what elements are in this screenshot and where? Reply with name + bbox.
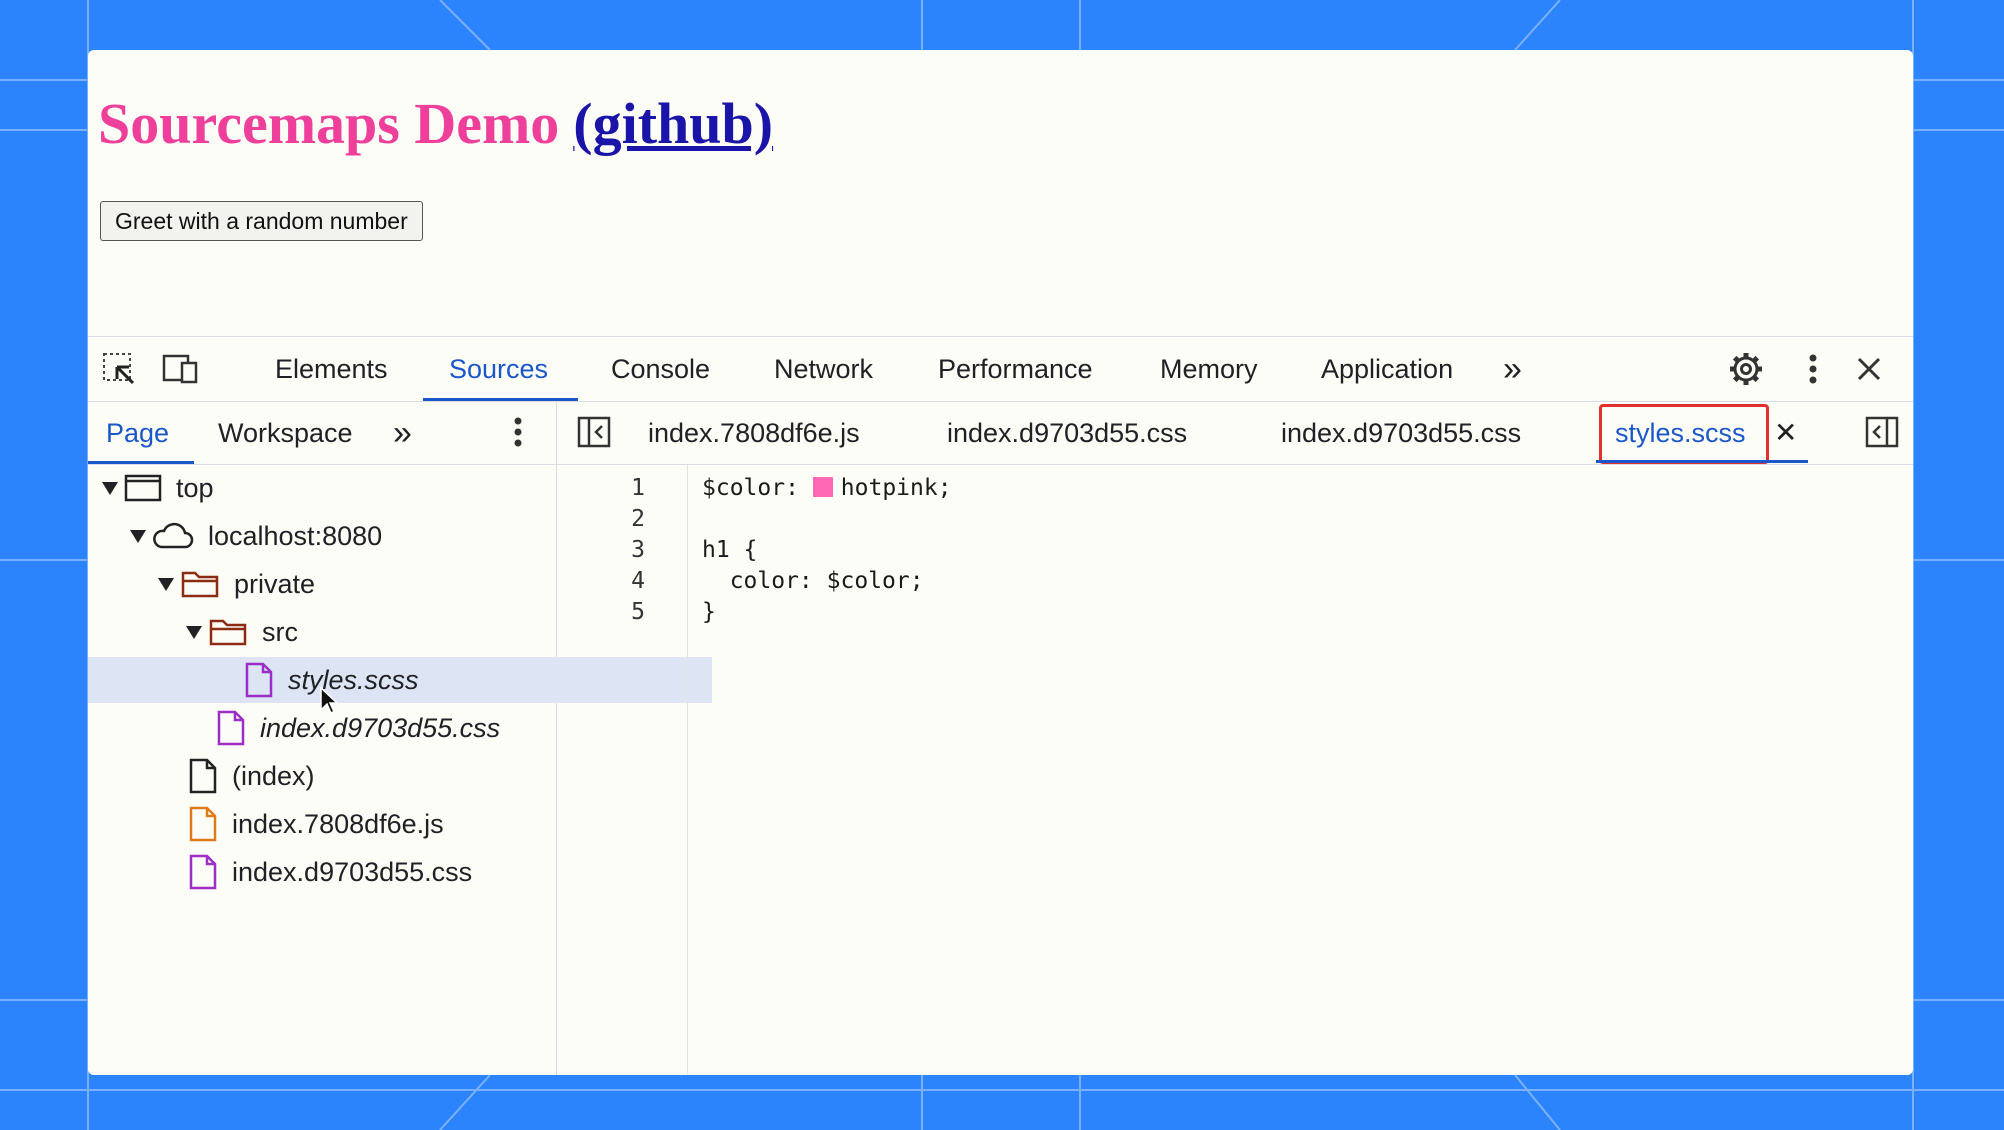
file-tab-index-css-1[interactable]: index.d9703d55.css	[947, 418, 1188, 448]
tab-sources[interactable]: Sources	[422, 337, 579, 401]
cloud-icon	[152, 522, 194, 550]
github-link[interactable]: (github)	[573, 91, 774, 156]
devtools-panel: Elements Sources Console Network Perform…	[88, 336, 1913, 1075]
tree-label: index.7808df6e.js	[232, 808, 444, 839]
css-file-icon	[216, 710, 246, 746]
js-file-icon	[188, 806, 218, 842]
tree-label: top	[176, 472, 214, 503]
tab-performance[interactable]: Performance	[938, 354, 1093, 384]
line-number: 3	[631, 537, 645, 563]
file-navigator: top localhost:8080 private src styles.sc…	[88, 465, 712, 1075]
tree-item-src[interactable]: src	[88, 609, 654, 655]
toggle-sidebar-icon[interactable]	[1863, 414, 1901, 450]
tab-memory[interactable]: Memory	[1160, 354, 1258, 384]
folder-icon	[180, 569, 220, 599]
tree-item-index-css-mapped[interactable]: index.d9703d55.css	[88, 705, 684, 751]
more-options-icon[interactable]	[1794, 351, 1832, 387]
color-swatch-icon[interactable]	[812, 477, 833, 497]
code-line: }	[702, 599, 716, 625]
tab-network[interactable]: Network	[774, 354, 874, 384]
expand-triangle-icon[interactable]	[102, 481, 118, 495]
tab-application[interactable]: Application	[1321, 354, 1454, 384]
frame-icon	[124, 474, 162, 502]
tree-label: index.d9703d55.css	[232, 856, 473, 887]
nav-tab-workspace[interactable]: Workspace	[218, 418, 353, 448]
tree-label: localhost:8080	[208, 520, 383, 551]
devtools-toolbar: Elements Sources Console Network Perform…	[88, 337, 1913, 402]
tree-item-top[interactable]: top	[88, 465, 570, 511]
nav-more-options-icon[interactable]	[499, 414, 537, 450]
browser-window: Sourcemaps Demo(github) Greet with a ran…	[88, 50, 1913, 1075]
expand-triangle-icon[interactable]	[158, 577, 174, 591]
close-tab-icon[interactable]: ✕	[1774, 417, 1798, 448]
tree-label: styles.scss	[288, 664, 419, 695]
page-title: Sourcemaps Demo(github)	[98, 90, 773, 157]
line-number: 4	[631, 568, 645, 594]
line-number: 2	[631, 506, 645, 532]
greet-button[interactable]: Greet with a random number	[100, 201, 423, 241]
tab-console[interactable]: Console	[611, 354, 711, 384]
code-line: $color: hotpink;	[702, 475, 952, 501]
tree-item-index-js[interactable]: index.7808df6e.js	[88, 801, 656, 847]
color-value: hotpink	[840, 475, 938, 501]
inspect-element-icon[interactable]	[100, 351, 138, 387]
tree-item-localhost[interactable]: localhost:8080	[88, 513, 598, 559]
nav-tab-page[interactable]: Page	[106, 418, 170, 448]
tab-elements[interactable]: Elements	[275, 354, 388, 384]
code-line: color: $color;	[702, 568, 924, 594]
page-tab-indicator	[88, 461, 194, 464]
tree-label: private	[234, 568, 316, 599]
tree-item-index[interactable]: (index)	[88, 753, 656, 799]
more-tabs-chevron-icon[interactable]: »	[1503, 350, 1522, 388]
code-editor[interactable]: 1 2 3 4 5 $color: hotpink; h1 { color: $…	[557, 465, 1913, 1075]
tree-item-styles-scss[interactable]: styles.scss	[88, 657, 712, 703]
code-line: h1 {	[702, 537, 758, 563]
nav-more-chevron-icon[interactable]: »	[393, 414, 412, 452]
tree-label: index.d9703d55.css	[260, 712, 501, 743]
mouse-cursor-icon	[320, 686, 339, 715]
line-number: 1	[631, 475, 645, 501]
active-tab-indicator	[1596, 460, 1808, 463]
tree-item-index-css[interactable]: index.d9703d55.css	[88, 849, 656, 895]
tree-item-private[interactable]: private	[88, 561, 626, 607]
sources-subbar: Page Workspace » index.7808df6e.js index…	[88, 402, 1913, 465]
expand-triangle-icon[interactable]	[130, 529, 146, 543]
file-tab-styles-scss[interactable]: styles.scss	[1615, 418, 1746, 448]
css-file-icon	[244, 662, 274, 698]
code-text: $color:	[702, 475, 813, 501]
close-devtools-icon[interactable]	[1850, 351, 1888, 387]
folder-icon	[208, 617, 248, 647]
device-toolbar-icon[interactable]	[162, 351, 200, 387]
tree-label: src	[262, 616, 298, 647]
navigator-divider	[556, 402, 557, 1075]
file-tab-index-js[interactable]: index.7808df6e.js	[648, 418, 860, 448]
css-file-icon	[188, 854, 218, 890]
line-number: 5	[631, 599, 645, 625]
tree-label: (index)	[232, 760, 315, 791]
document-file-icon	[188, 758, 218, 794]
expand-triangle-icon[interactable]	[186, 625, 202, 639]
line-number-gutter: 1 2 3 4 5	[557, 465, 688, 1075]
page-title-text: Sourcemaps Demo	[98, 91, 560, 156]
settings-gear-icon[interactable]	[1727, 351, 1765, 387]
toggle-navigator-icon[interactable]	[575, 414, 613, 450]
file-tab-index-css-2[interactable]: index.d9703d55.css	[1281, 418, 1522, 448]
